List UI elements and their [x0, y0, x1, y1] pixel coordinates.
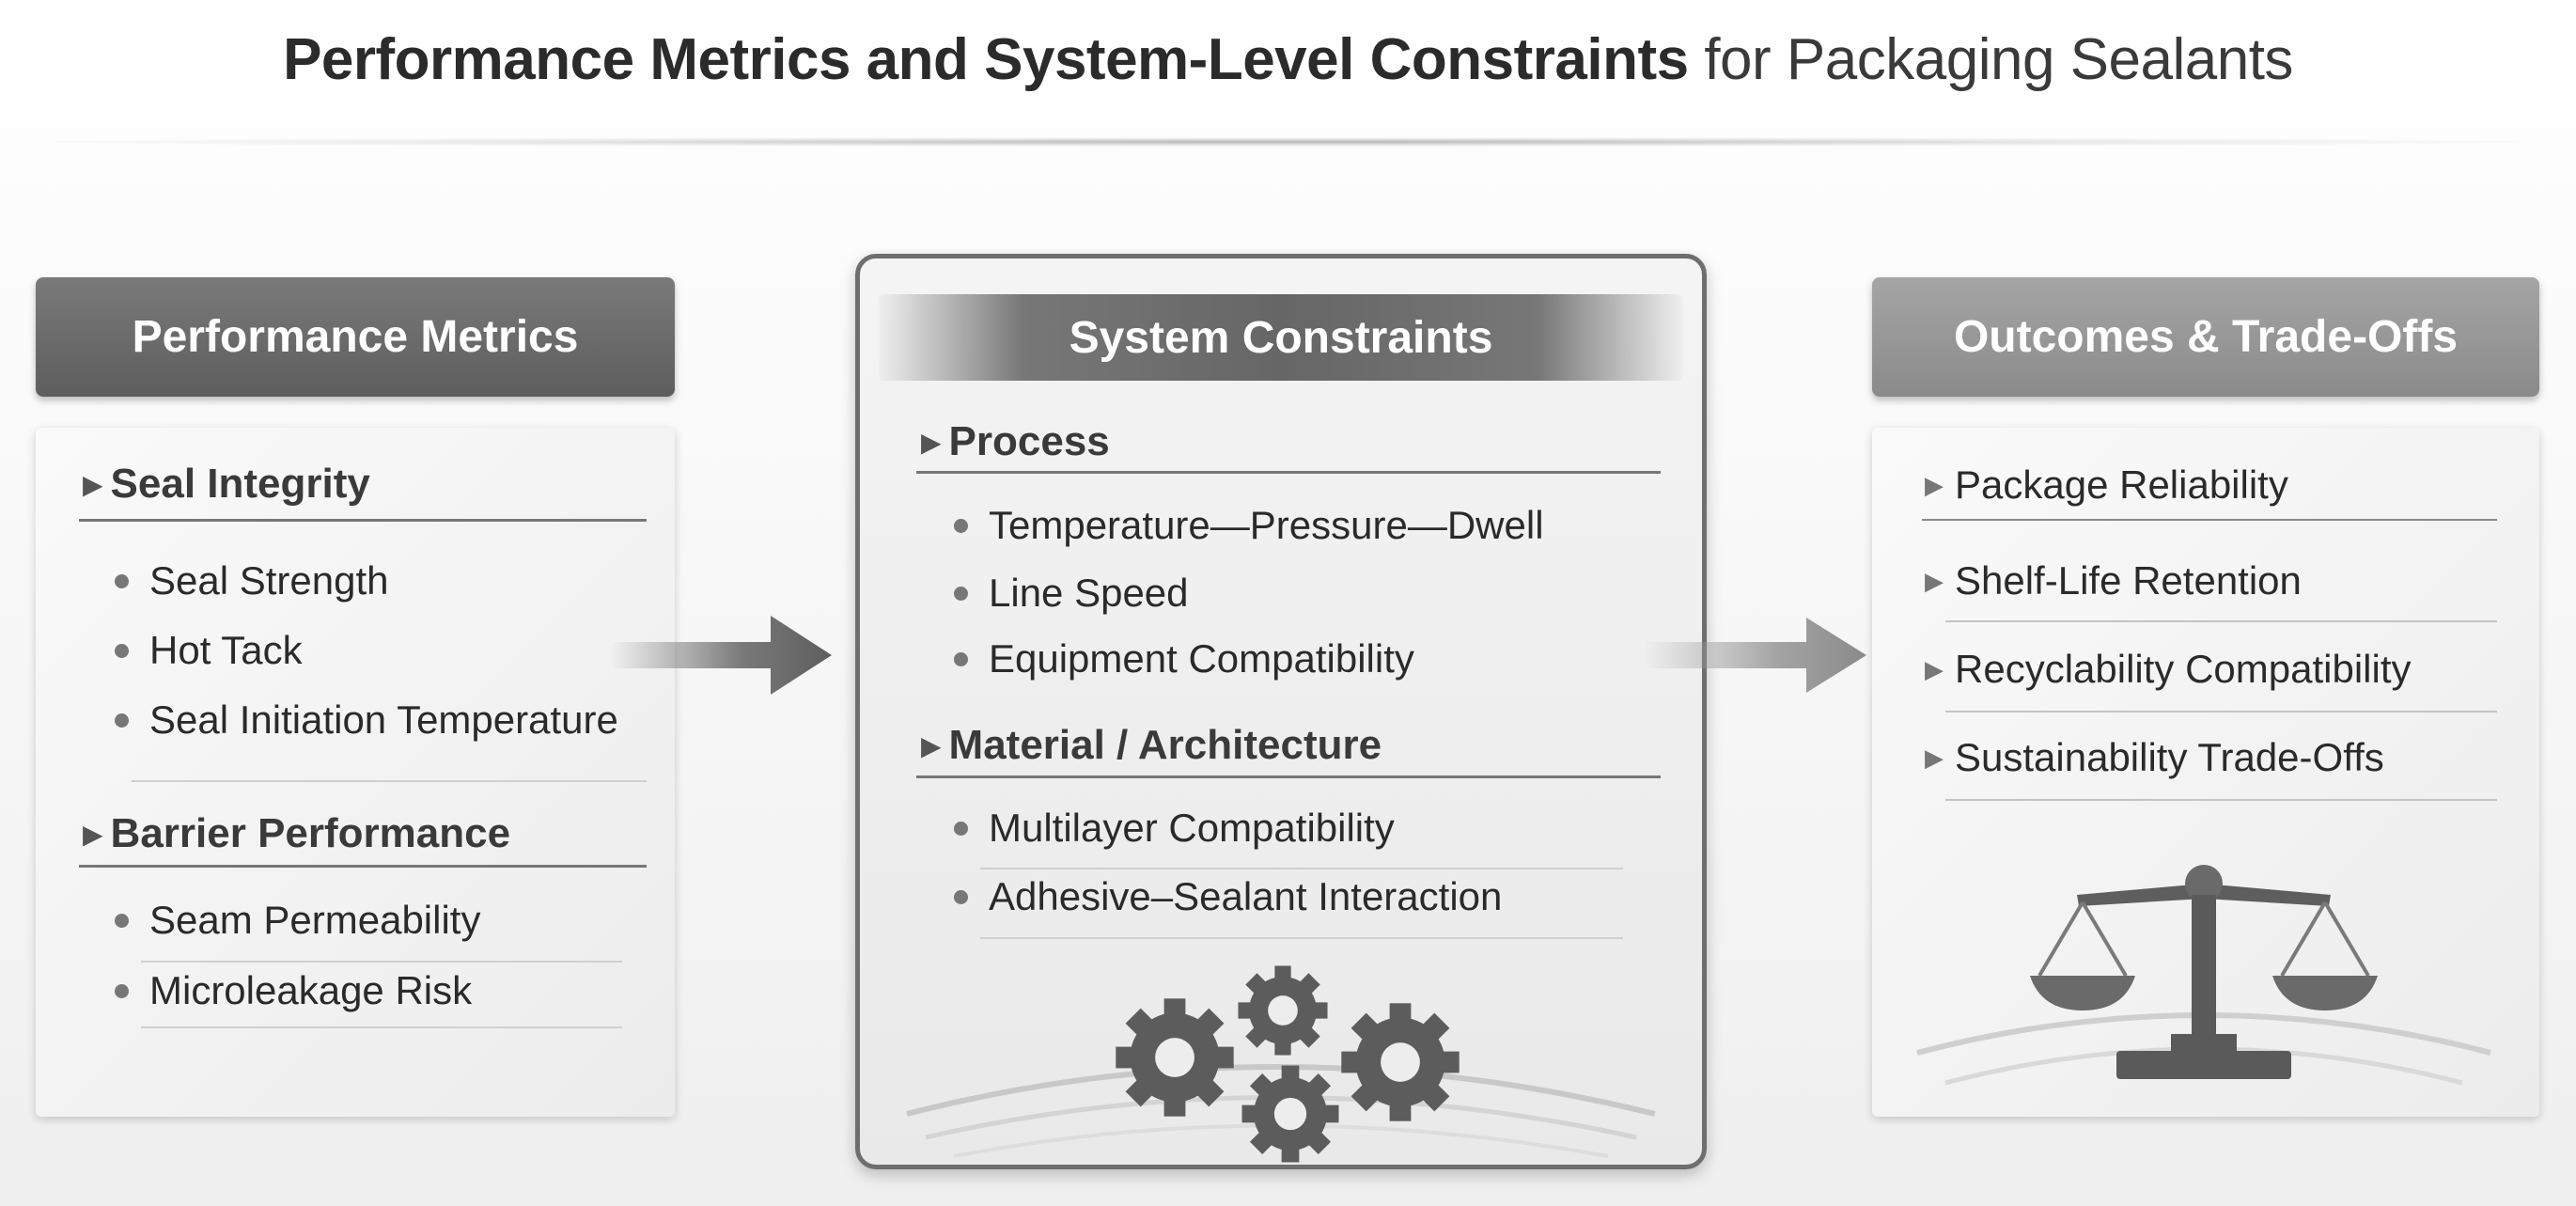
triangle-bullet-icon: ▶: [1925, 654, 1944, 683]
triangle-bullet-icon: ▶: [1925, 566, 1944, 595]
list-item: Seal Initiation Temperature: [115, 697, 618, 743]
list-item: Line Speed: [954, 571, 1189, 616]
bullet-icon: [115, 983, 129, 998]
outcome-item: ▶ Sustainability Trade-Offs: [1925, 735, 2384, 779]
section-divider: [916, 775, 1661, 778]
section-divider: [79, 519, 647, 522]
performance-metrics-panel: [36, 428, 675, 1117]
list-item: Seal Strength: [115, 558, 389, 603]
list-item: Adhesive–Sealant Interaction: [954, 874, 1502, 919]
section-heading: Material / Architecture: [948, 722, 1382, 768]
outcomes-header: Outcomes & Trade-Offs: [1872, 277, 2539, 397]
bullet-icon: [115, 713, 129, 728]
item-divider: [980, 937, 1623, 939]
list-item: Equipment Compatibility: [954, 636, 1414, 681]
list-item: Microleakage Risk: [115, 968, 472, 1013]
bullet-icon: [954, 586, 968, 601]
triangle-bullet-icon: ▶: [921, 427, 942, 457]
triangle-bullet-icon: ▶: [83, 469, 103, 499]
triangle-bullet-icon: ▶: [83, 819, 103, 849]
bullet-icon: [115, 573, 129, 588]
section-material-architecture: ▶ Material / Architecture: [921, 722, 1382, 769]
section-heading: Barrier Performance: [110, 810, 511, 856]
bullet-icon: [954, 889, 968, 904]
list-item: Multilayer Compatibility: [954, 806, 1395, 851]
outcome-item: ▶ Shelf-Life Retention: [1925, 558, 2302, 603]
list-item: Hot Tack: [115, 628, 303, 673]
list-item: Temperature—Pressure—Dwell: [954, 503, 1544, 548]
system-constraints-header: System Constraints: [879, 294, 1683, 381]
title-main: Performance Metrics and System-Level Con…: [283, 27, 1689, 92]
system-constraints-panel: System Constraints ▶ Process Temperature…: [855, 254, 1707, 1169]
bullet-icon: [115, 643, 129, 658]
section-heading: Seal Integrity: [110, 461, 370, 507]
section-process: ▶ Process: [921, 418, 1110, 465]
page-title: Performance Metrics and System-Level Con…: [0, 26, 2576, 93]
bullet-icon: [954, 518, 968, 533]
outcome-item: ▶ Package Reliability: [1925, 462, 2288, 507]
outcome-divider: [1945, 711, 2497, 713]
outcome-divider: [1945, 620, 2497, 622]
gears-icon: [1116, 965, 1460, 1163]
outcome-divider: [1945, 799, 2497, 801]
outcome-divider: [1922, 519, 2497, 521]
arrow-right-icon: [1645, 618, 1866, 693]
balance-scale-icon: [1916, 865, 2491, 1086]
title-divider: [56, 137, 2519, 147]
bullet-icon: [954, 651, 968, 666]
bullet-icon: [954, 821, 968, 836]
triangle-bullet-icon: ▶: [921, 730, 942, 760]
list-item: Seam Permeability: [115, 898, 480, 943]
item-divider: [980, 868, 1623, 869]
item-divider: [141, 961, 622, 963]
arrow-right-icon: [611, 616, 832, 695]
triangle-bullet-icon: ▶: [1925, 470, 1944, 499]
section-barrier-performance: ▶ Barrier Performance: [83, 810, 510, 857]
item-divider: [141, 1026, 622, 1028]
outcome-item: ▶ Recyclability Compatibility: [1925, 647, 2412, 691]
triangle-bullet-icon: ▶: [1925, 743, 1944, 772]
title-sub: for Packaging Sealants: [1704, 27, 2293, 92]
item-divider: [132, 780, 647, 782]
section-heading: Process: [948, 418, 1110, 464]
section-divider: [916, 471, 1661, 474]
bullet-icon: [115, 913, 129, 928]
section-divider: [79, 865, 647, 868]
section-seal-integrity: ▶ Seal Integrity: [83, 461, 370, 508]
performance-metrics-header: Performance Metrics: [36, 277, 675, 397]
